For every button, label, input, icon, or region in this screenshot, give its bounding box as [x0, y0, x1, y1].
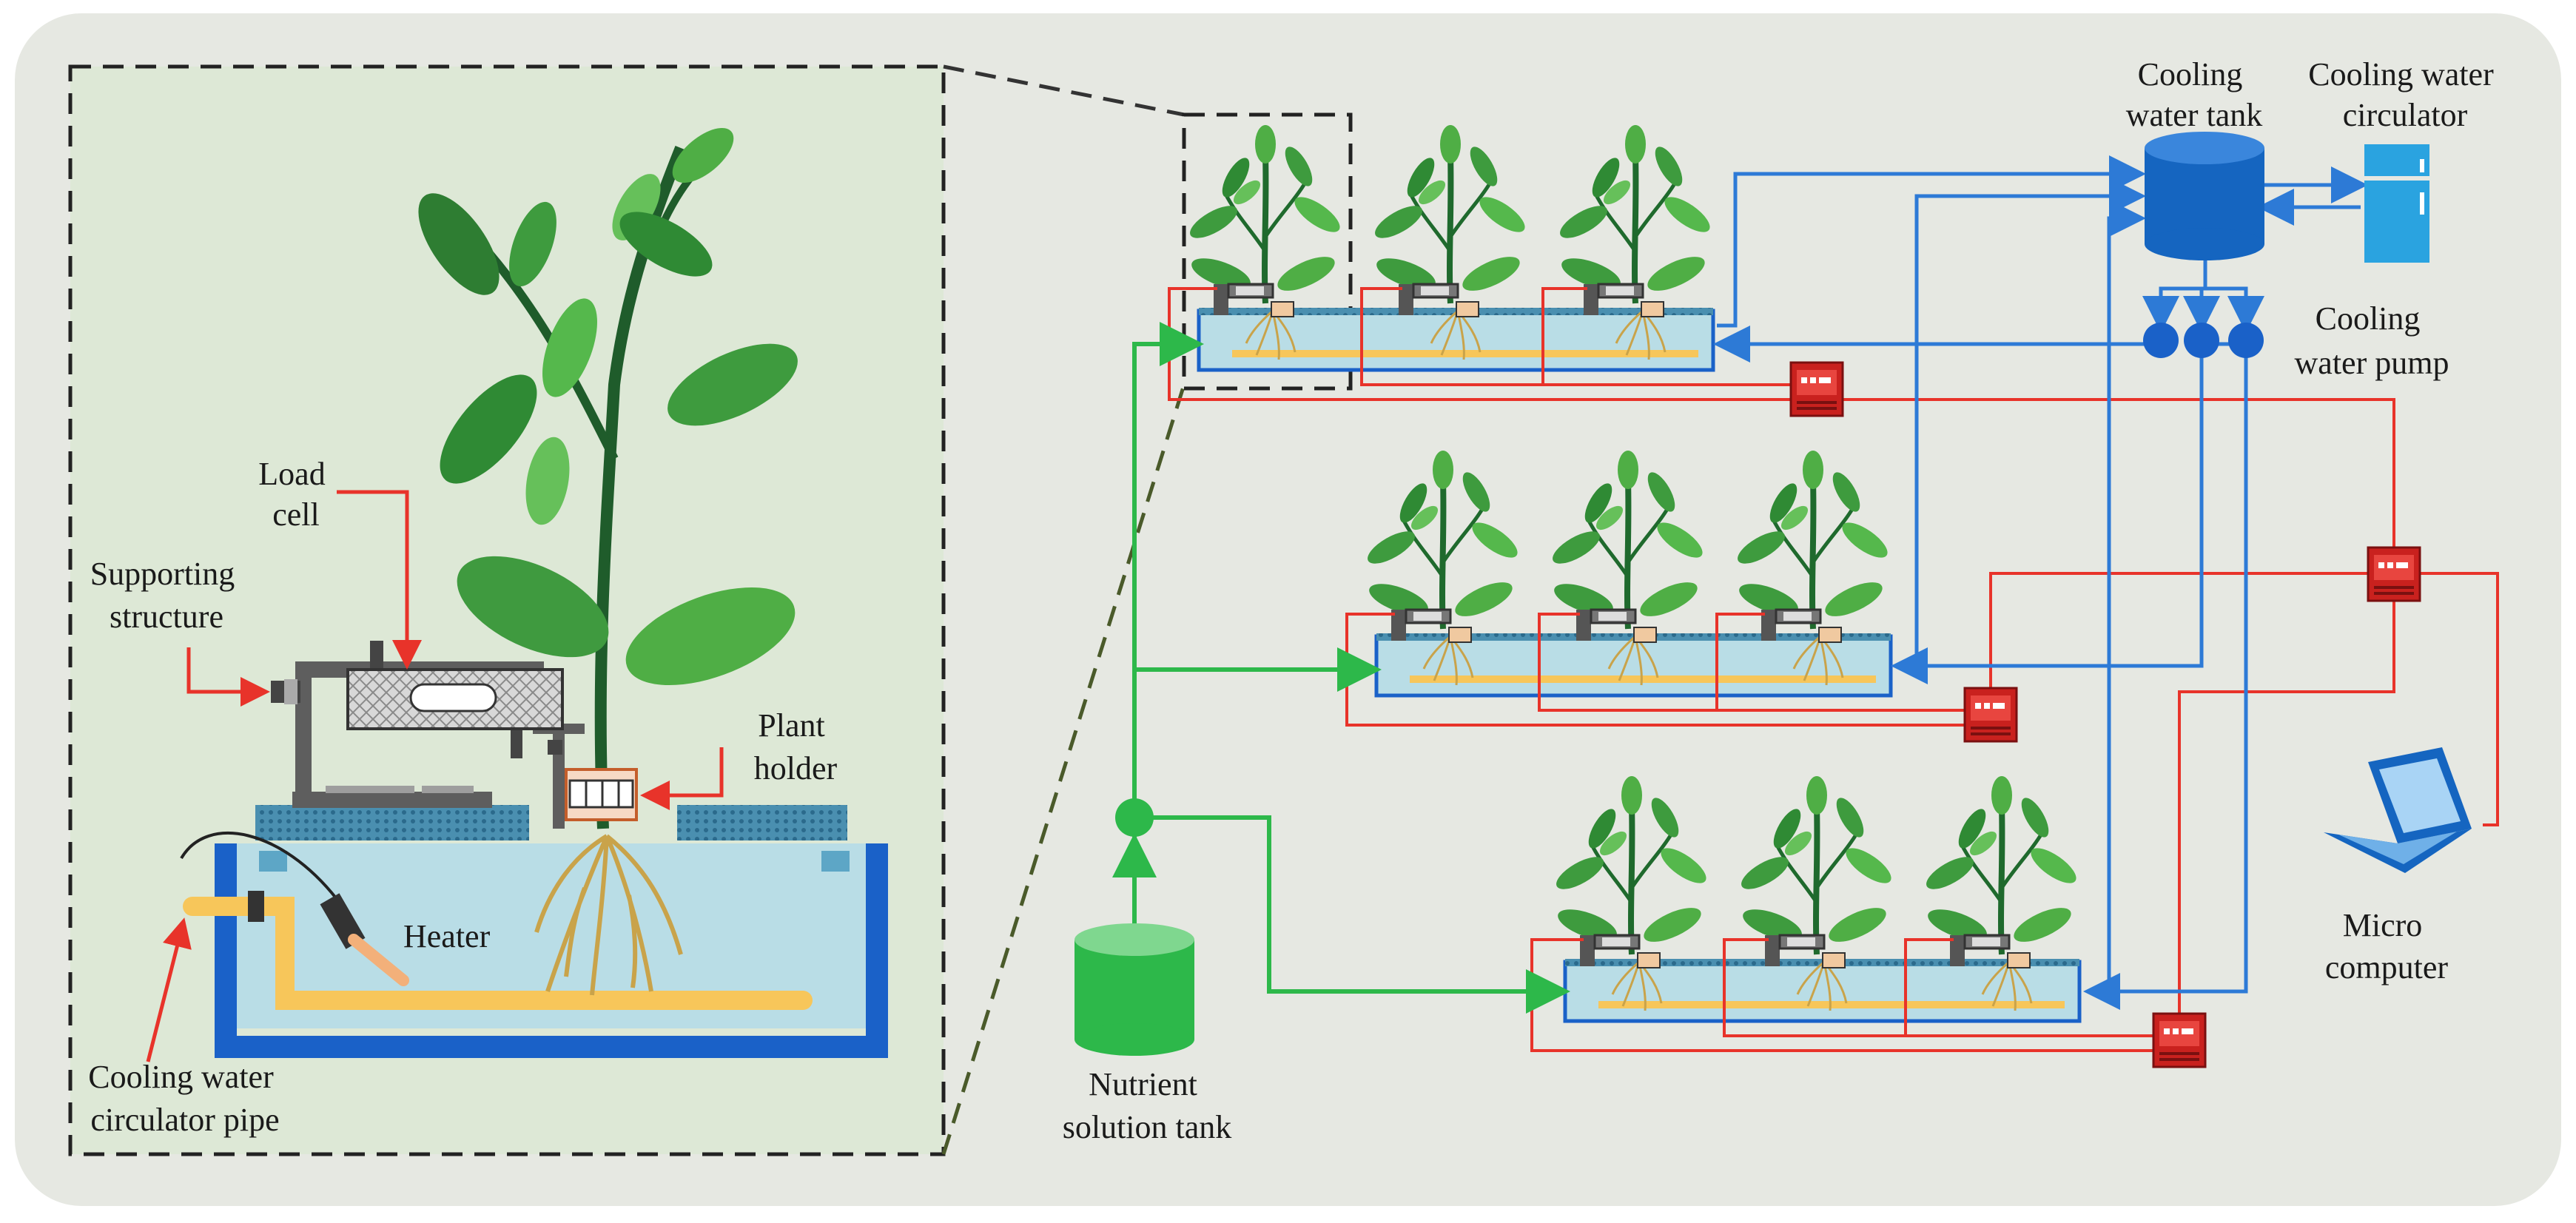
heater	[180, 832, 409, 986]
heater-label: Heater	[403, 918, 491, 954]
cooling-pump-3	[2228, 323, 2264, 358]
nutrient-tank	[1075, 923, 1194, 1056]
cooling-water-lines	[1713, 155, 2368, 1010]
detail-tank	[215, 843, 888, 1058]
cooling-pipe	[183, 897, 813, 1010]
cooling-tank-label: Cooling water tank	[2126, 56, 2262, 133]
controller-row-3	[2152, 1012, 2207, 1068]
nutrient-pump	[1115, 798, 1154, 837]
nutrient-tank-label: Nutrient solution tank	[1063, 1066, 1232, 1145]
zoom-guide-bottom	[941, 384, 1186, 1155]
detail-inset: Load cell Supporting structure Plant hol…	[68, 64, 946, 1156]
cooling-pipe-label: Cooling water circulator pipe	[88, 1059, 282, 1138]
cooling-pump-1	[2143, 323, 2179, 358]
holder-pointer	[640, 747, 724, 810]
pipe-fitting	[248, 891, 264, 922]
laptop-icon	[2324, 747, 2472, 873]
controller-row-1	[1789, 361, 1844, 417]
supporting-structure-label: Supporting structure	[90, 556, 243, 635]
nutrient-lines	[1132, 322, 1570, 1014]
zoom-selection-box	[1182, 112, 1353, 391]
load-cell	[346, 668, 564, 730]
controller-row-2	[1963, 687, 2018, 743]
large-roots	[534, 834, 683, 996]
plant-holder	[565, 768, 638, 821]
load-cell-pointer	[337, 490, 422, 670]
zoom-guide-top	[943, 64, 1185, 117]
pipe-pointer	[146, 917, 192, 1062]
foam-board-left	[255, 805, 529, 840]
signal-wiring	[1168, 287, 2499, 1052]
cooling-pump-2	[2184, 323, 2219, 358]
cooling-water-circulator	[2364, 144, 2429, 263]
supporting-structure	[271, 641, 585, 829]
central-controller	[2367, 546, 2421, 602]
plant-holder-label: Plant holder	[754, 707, 838, 786]
load-cell-label: Load cell	[258, 456, 333, 533]
foam-board-right	[677, 805, 847, 840]
cooling-water-tank	[2145, 132, 2264, 260]
growing-row-1	[1186, 125, 1715, 372]
structure-pointer	[186, 647, 270, 707]
micro-computer-label: Micro computer	[2325, 907, 2449, 986]
growing-row-3	[1552, 776, 2082, 1023]
large-plant	[418, 127, 798, 829]
growing-row-2	[1363, 451, 1893, 698]
cooling-circulator-label: Cooling water circulator	[2308, 56, 2502, 133]
cooling-pump-label: Cooling water pump	[2295, 300, 2449, 381]
